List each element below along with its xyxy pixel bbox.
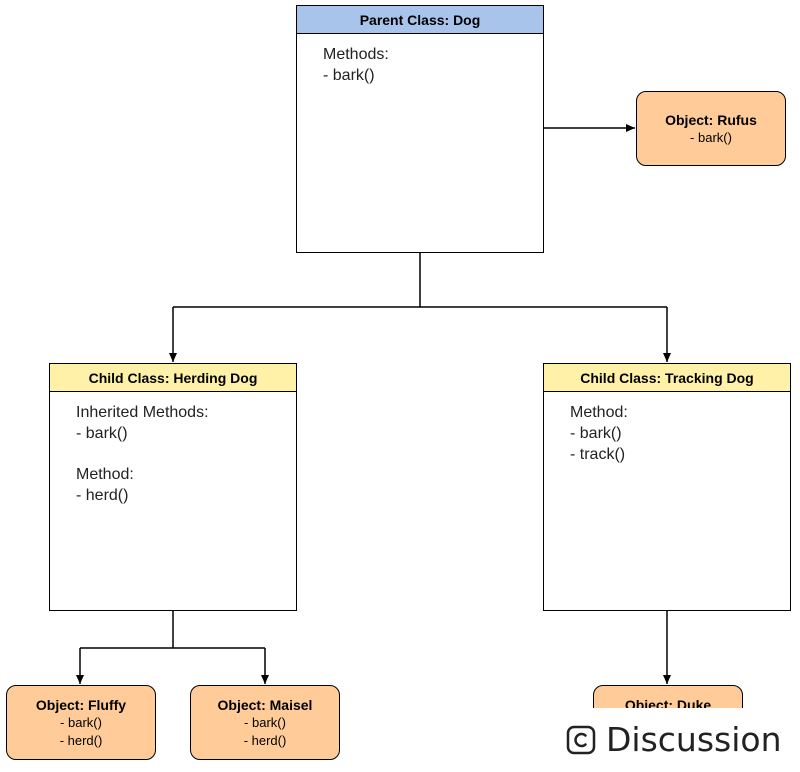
method-line: Inherited Methods: — [76, 404, 209, 421]
object-method: - herd() — [59, 733, 103, 748]
method-line: Method: — [76, 466, 134, 483]
herding-dog-class-header: Child Class: Herding Dog — [50, 364, 296, 392]
object-fluffy: Object: Fluffy - bark() - herd() — [6, 685, 156, 760]
object-rufus: Object: Rufus - bark() — [636, 91, 786, 166]
discussion-link[interactable]: Discussion — [566, 720, 782, 759]
method-line: Method: — [570, 404, 628, 421]
discussion-label: Discussion — [606, 720, 782, 759]
object-method: - bark() — [690, 130, 732, 145]
herding-dog-class-body: Inherited Methods: - bark() Method: - he… — [50, 392, 296, 506]
object-title: Object: Maisel — [217, 697, 313, 713]
method-line: - bark() — [323, 67, 375, 84]
object-maisel: Object: Maisel - bark() - herd() — [190, 685, 340, 760]
parent-class-body: Methods: - bark() — [297, 34, 543, 86]
footer-mask — [560, 708, 800, 772]
method-line: - herd() — [76, 487, 129, 504]
method-line: - bark() — [76, 425, 128, 442]
parent-class-header: Parent Class: Dog — [297, 6, 543, 34]
discussion-icon — [566, 725, 596, 754]
object-method: - herd() — [243, 733, 287, 748]
method-spacer — [76, 444, 296, 464]
object-method: - bark() — [244, 715, 286, 730]
tracking-dog-class-body: Method: - bark() - track() — [544, 392, 790, 465]
tracking-dog-class-header: Child Class: Tracking Dog — [544, 364, 790, 392]
method-line: Methods: — [323, 46, 389, 63]
method-line: - bark() — [570, 425, 622, 442]
method-line: - track() — [570, 446, 626, 463]
tracking-dog-class-box: Child Class: Tracking Dog Method: - bark… — [543, 363, 791, 611]
object-method: - bark() — [60, 715, 102, 730]
parent-class-box: Parent Class: Dog Methods: - bark() — [296, 5, 544, 253]
herding-dog-class-box: Child Class: Herding Dog Inherited Metho… — [49, 363, 297, 611]
object-title: Object: Rufus — [665, 112, 757, 128]
object-title: Object: Fluffy — [35, 697, 127, 713]
